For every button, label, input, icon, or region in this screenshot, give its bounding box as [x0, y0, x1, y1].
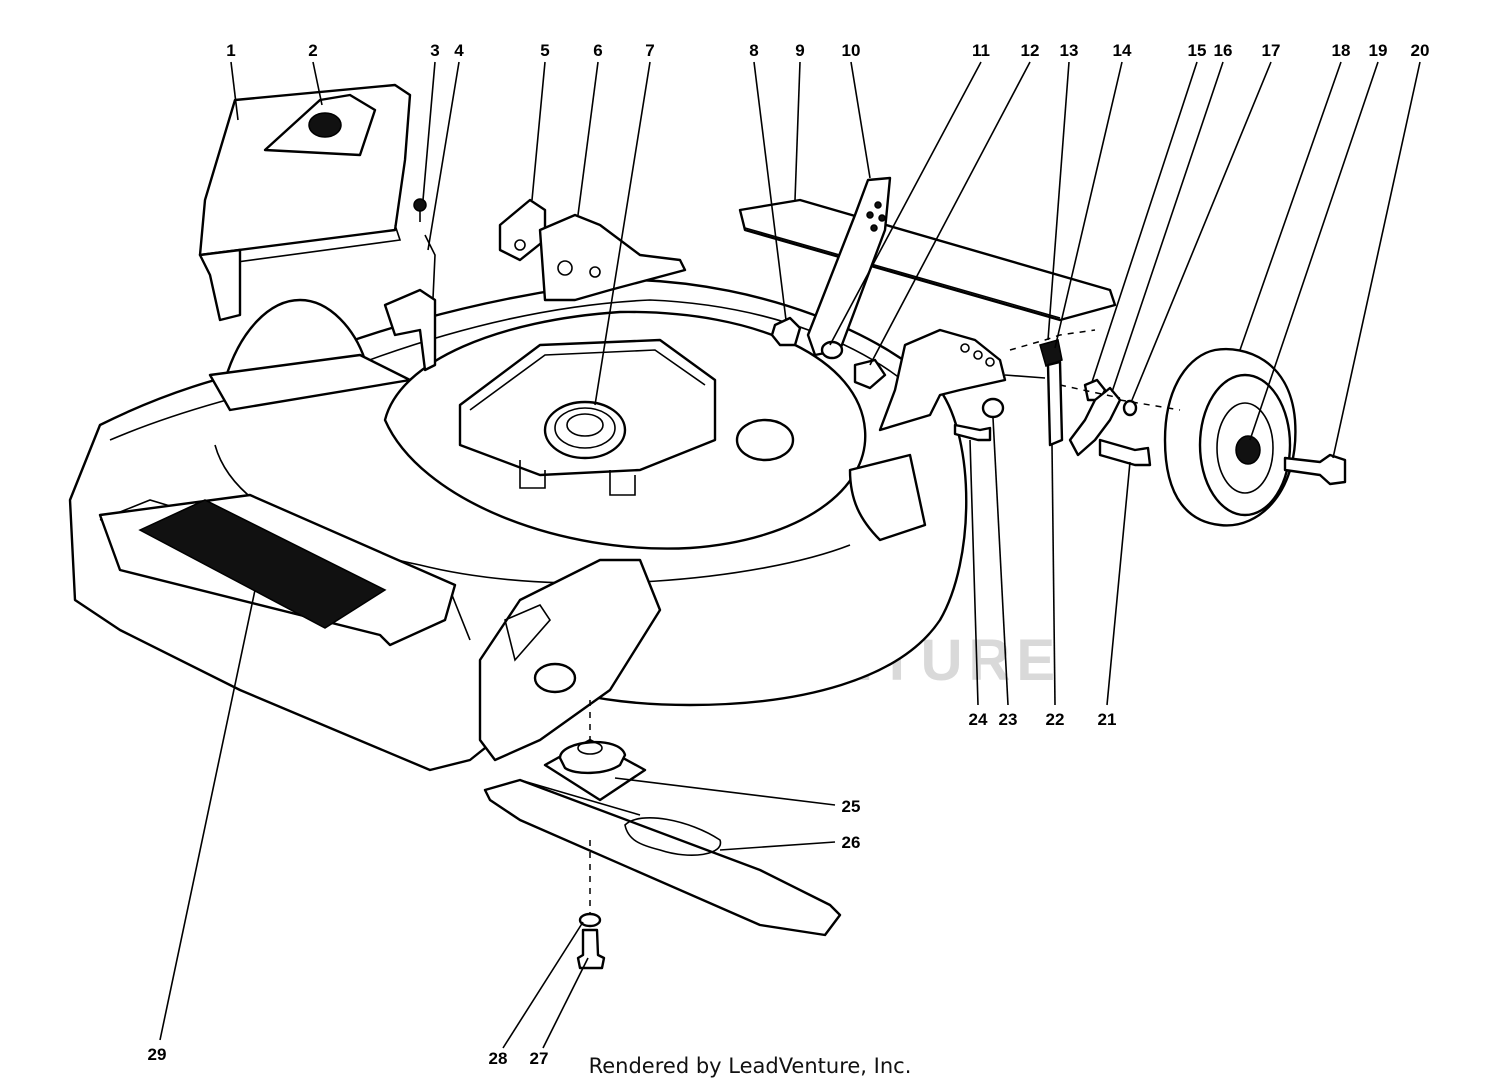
callout-1: 1 — [226, 41, 235, 60]
wheel-18 — [1163, 347, 1297, 527]
callout-7: 7 — [645, 41, 654, 60]
rear-height-bracket — [498, 198, 687, 302]
callout-9: 9 — [795, 41, 804, 60]
callout-29: 29 — [148, 1045, 167, 1064]
callout-labels: 1 2 3 4 5 6 7 8 9 10 11 12 13 14 15 16 1… — [148, 41, 1430, 1068]
callout-18: 18 — [1332, 41, 1351, 60]
callout-19: 19 — [1369, 41, 1388, 60]
bracket-16 — [1068, 386, 1122, 457]
callout-20: 20 — [1411, 41, 1430, 60]
callout-11: 11 — [972, 41, 990, 60]
callout-15: 15 — [1188, 41, 1207, 60]
callout-28: 28 — [489, 1049, 508, 1068]
callout-10: 10 — [842, 41, 861, 60]
rear-flap — [198, 83, 412, 322]
blade-adapter-25 — [543, 738, 647, 802]
callout-17: 17 — [1262, 41, 1281, 60]
bolt-20 — [1283, 453, 1347, 486]
callout-8: 8 — [749, 41, 758, 60]
height-adjuster — [878, 328, 1063, 432]
callout-24: 24 — [969, 710, 988, 729]
callout-14: 14 — [1113, 41, 1132, 60]
callout-5: 5 — [540, 41, 549, 60]
callout-25: 25 — [842, 797, 861, 816]
callout-16: 16 — [1214, 41, 1233, 60]
rendered-by-credit: Rendered by LeadVenture, Inc. — [588, 1054, 912, 1078]
washer-28 — [578, 912, 602, 928]
washer-17 — [1122, 399, 1138, 417]
callout-4: 4 — [454, 41, 464, 60]
screw-3 — [413, 198, 427, 212]
bolt-21 — [1098, 438, 1152, 467]
bracket-22 — [1046, 360, 1064, 447]
callout-12: 12 — [1021, 41, 1040, 60]
callout-23: 23 — [999, 710, 1018, 729]
washer-23 — [981, 397, 1005, 419]
callout-6: 6 — [593, 41, 602, 60]
handle-arm — [806, 176, 892, 360]
bolt-27 — [576, 928, 606, 970]
hinge-bracket — [383, 288, 437, 372]
callout-26: 26 — [842, 833, 861, 852]
callout-22: 22 — [1046, 710, 1065, 729]
bolt-24 — [953, 423, 992, 442]
nut-8 — [770, 316, 802, 347]
callout-2: 2 — [308, 41, 317, 60]
deck-housing — [68, 278, 968, 772]
callout-21: 21 — [1098, 710, 1117, 729]
rear-skirt — [738, 198, 1117, 322]
callout-13: 13 — [1060, 41, 1079, 60]
axle-line — [1119, 399, 1181, 411]
blade-26 — [483, 778, 842, 937]
callout-3: 3 — [430, 41, 439, 60]
callout-27: 27 — [530, 1049, 549, 1068]
leader-lines — [159, 61, 1421, 1049]
